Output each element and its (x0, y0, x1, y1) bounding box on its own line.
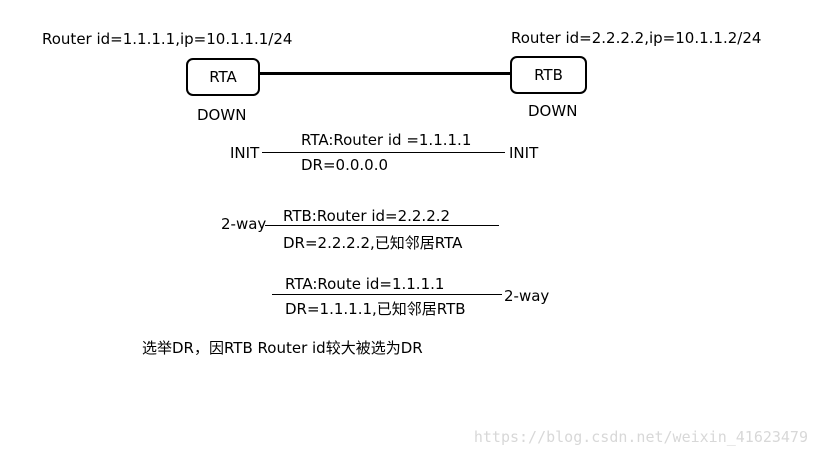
exchange3-right-state: 2-way (504, 287, 550, 305)
exchange1-left-state: INIT (230, 144, 260, 162)
watermark-text: https://blog.csdn.net/weixin_41623479 (473, 428, 808, 446)
exchange2-arrow-line (265, 225, 499, 226)
rtb-node-label: RTB (534, 65, 563, 84)
rtb-state: DOWN (528, 102, 578, 120)
rta-state: DOWN (197, 106, 247, 124)
exchange2-line1: RTB:Router id=2.2.2.2 (283, 207, 451, 225)
exchange2-left-state: 2-way (221, 215, 267, 233)
exchange1-line2: DR=0.0.0.0 (301, 156, 389, 174)
link-line (258, 72, 512, 75)
rtb-info-label: Router id=2.2.2.2,ip=10.1.1.2/24 (511, 29, 762, 47)
exchange1-arrow-line (262, 152, 505, 153)
exchange3-line1: RTA:Route id=1.1.1.1 (285, 275, 445, 293)
rta-node: RTA (186, 58, 260, 96)
exchange1-right-state: INIT (509, 144, 539, 162)
exchange1-line1: RTA:Router id =1.1.1.1 (301, 131, 472, 149)
exchange3-line2: DR=1.1.1.1,已知邻居RTB (285, 300, 466, 318)
exchange3-arrow-line (272, 294, 502, 295)
rta-node-label: RTA (209, 67, 237, 86)
rta-info-label: Router id=1.1.1.1,ip=10.1.1.1/24 (42, 30, 293, 48)
exchange2-line2: DR=2.2.2.2,已知邻居RTA (283, 234, 463, 252)
rtb-node: RTB (510, 56, 587, 94)
conclusion-text: 选举DR，因RTB Router id较大被选为DR (142, 339, 423, 357)
